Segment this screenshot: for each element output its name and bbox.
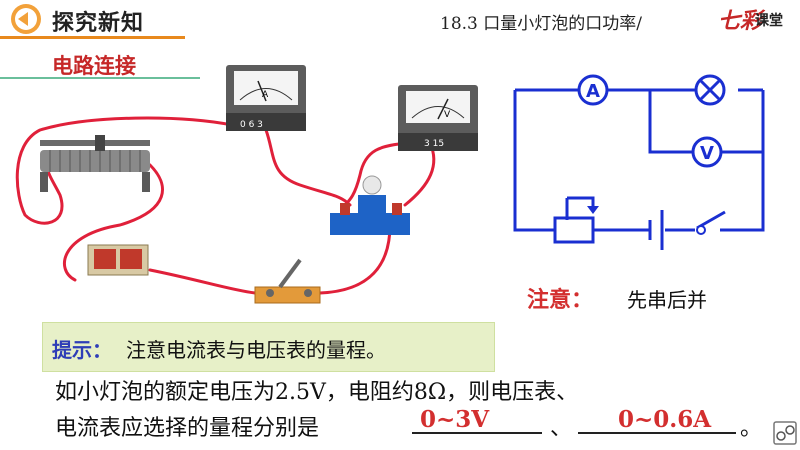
title-underline (0, 36, 185, 39)
answer-voltmeter-range: 0~3V (420, 406, 490, 433)
answer-separator: 、 (550, 416, 573, 441)
section-title: 电路连接 (52, 54, 136, 78)
rheostat-device (40, 135, 150, 192)
brand-suffix: 课堂 (755, 13, 783, 29)
header-bar (0, 0, 800, 38)
answer-blank-2 (578, 432, 736, 434)
schematic-voltmeter: V (691, 136, 723, 168)
battery-box (87, 244, 149, 276)
hint-text: 注意电流表与电压表的量程。 (126, 338, 386, 362)
voltmeter-face-label: V (444, 110, 451, 120)
note-label: 注意： (527, 288, 594, 313)
brand-logo: 七彩 (718, 8, 763, 34)
circuit-schematic: A V (513, 74, 765, 250)
answer-blank-1 (412, 432, 542, 434)
page-title: 探究新知 (52, 11, 145, 36)
knife-switch (254, 258, 321, 304)
question-line-1: 如小灯泡的额定电压为2.5V，电阻约8Ω，则电压表、 (55, 380, 579, 405)
answer-ammeter-range: 0~0.6A (618, 406, 712, 433)
sentence-end: 。 (740, 416, 763, 441)
note-text: 先串后并 (627, 288, 707, 312)
circuit-apparatus-illustration: A 0 6 3 V 3 15 (15, 65, 478, 304)
ammeter-terminals: 0 6 3 (240, 120, 263, 130)
back-arrow-icon[interactable] (4, 0, 50, 38)
question-line-2: 电流表应选择的量程分别是 (55, 416, 320, 441)
voltmeter-device: V 3 15 (398, 85, 478, 151)
slide-nav-icon[interactable] (772, 420, 798, 446)
hint-label: 提示： (52, 338, 112, 362)
section-underline (0, 77, 200, 79)
voltmeter-symbol: V (700, 143, 714, 164)
schematic-ammeter: A (577, 74, 609, 106)
hint-box (42, 322, 495, 372)
ammeter-face-label: A (262, 90, 269, 100)
voltmeter-terminals: 3 15 (424, 139, 444, 149)
lamp-holder (330, 175, 410, 235)
lesson-title: 18.3 口量小灯泡的口功率/ (440, 14, 642, 34)
ammeter-symbol: A (586, 81, 600, 102)
connection-wires (15, 116, 436, 295)
ammeter-device: A 0 6 3 (226, 65, 306, 131)
schematic-lamp (694, 74, 726, 106)
